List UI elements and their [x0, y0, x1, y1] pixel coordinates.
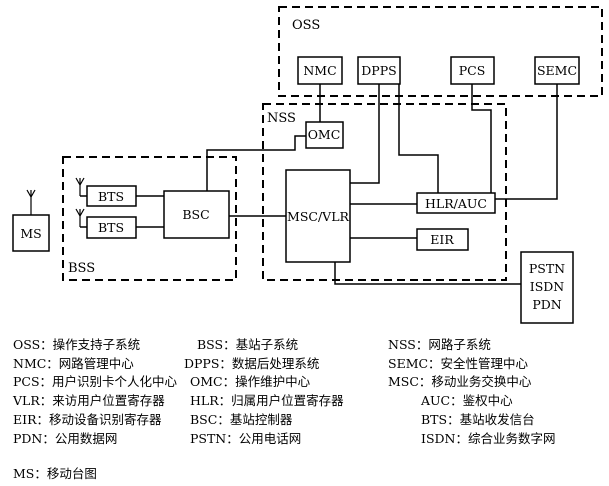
link-pcs-hlr — [471, 84, 492, 193]
msc-vlr-label: MSC/VLR — [287, 209, 349, 224]
hlr-auc-label: HLR/AUC — [425, 196, 487, 211]
legend-ms: MS：移动台图 — [13, 466, 97, 481]
legend-dpps: DPPS：数据后处理系统 — [184, 356, 320, 371]
legend-eir: EIR：移动设备识别寄存器 — [13, 412, 162, 427]
link-hlr-dpps — [398, 84, 439, 193]
eir-label: EIR — [430, 232, 454, 247]
ms-label: MS — [20, 226, 41, 241]
bts1-box — [86, 185, 137, 207]
legend-semc: SEMC：安全性管理中心 — [388, 356, 529, 371]
pstn-isdn-pdn-box — [520, 251, 574, 324]
bts1-antenna-icon — [75, 177, 85, 196]
bts1-label: BTS — [98, 189, 124, 204]
omc-label: OMC — [308, 127, 341, 142]
bsc-box — [163, 190, 230, 239]
legend-bsc: BSC：基站控制器 — [190, 412, 293, 427]
link-semc-hlr — [495, 84, 558, 200]
bts2-box — [86, 216, 137, 239]
semc-label: SEMC — [537, 63, 577, 78]
dpps-label: DPPS — [361, 63, 396, 78]
bsc-label: BSC — [182, 207, 209, 222]
legend-msc: MSC：移动业务交换中心 — [388, 374, 532, 389]
legend-omc: OMC：操作维护中心 — [190, 374, 311, 389]
legend-pdn: PDN：公用数据网 — [13, 431, 118, 446]
omc-box — [305, 121, 344, 149]
legend-oss: OSS：操作支持子系统 — [13, 337, 141, 352]
pstn-label: PSTN — [529, 261, 565, 276]
antenna-icons — [26, 177, 85, 227]
legend-bts: BTS：基站收发信台 — [421, 412, 535, 427]
legend-bss: BSS：基站子系统 — [197, 337, 299, 352]
eir-box — [416, 228, 469, 251]
connection-lines — [80, 84, 558, 285]
msc-vlr-box — [285, 169, 351, 263]
legend-pcs: PCS：用户识别卡个人化中心 — [13, 374, 178, 389]
pcs-box — [450, 56, 495, 85]
bts2-antenna-icon — [75, 208, 85, 227]
pdn-label: PDN — [532, 297, 561, 312]
nss-group-label: NSS — [267, 111, 296, 126]
bss-group-label: BSS — [68, 261, 95, 276]
nss-group-boundary — [262, 103, 507, 281]
legend-isdn: ISDN：综合业务数字网 — [421, 431, 556, 446]
legend-hlr: HLR：归属用户位置寄存器 — [190, 393, 344, 408]
oss-group-label: OSS — [292, 18, 320, 33]
isdn-label: ISDN — [530, 279, 565, 294]
ms-box — [12, 214, 50, 252]
nmc-box — [297, 56, 343, 85]
link-msc-pstn — [334, 262, 521, 285]
legend-nmc: NMC：网路管理中心 — [13, 356, 134, 371]
pcs-label: PCS — [459, 63, 486, 78]
legend-nss: NSS：网路子系统 — [388, 337, 491, 352]
dpps-box — [357, 56, 401, 85]
node-labels: NMC DPPS PCS SEMC OMC MSC/VLR HLR/AUC EI… — [20, 63, 577, 312]
legend-vlr: VLR：来访用户位置寄存器 — [13, 393, 165, 408]
oss-group-boundary — [278, 6, 603, 97]
legend-pstn: PSTN：公用电话网 — [190, 431, 302, 446]
legend-auc: AUC：鉴权中心 — [421, 393, 513, 408]
bss-group-boundary — [62, 156, 237, 281]
link-dpps-msc — [350, 84, 380, 184]
nmc-label: NMC — [303, 63, 336, 78]
bts2-label: BTS — [98, 220, 124, 235]
node-boxes — [12, 56, 580, 324]
ms-antenna-icon — [26, 189, 36, 215]
semc-box — [534, 56, 580, 85]
hlr-auc-box — [416, 192, 496, 214]
link-omc-bsc — [206, 135, 306, 191]
